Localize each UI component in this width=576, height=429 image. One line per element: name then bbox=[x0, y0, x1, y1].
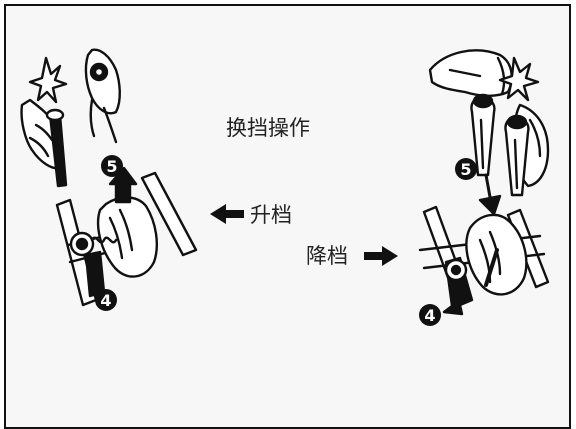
left-marker-5-text: 5 bbox=[106, 157, 117, 176]
left-star-icon bbox=[28, 56, 68, 104]
upshift-label: 升档 bbox=[250, 203, 292, 227]
downshift-label: 降档 bbox=[306, 244, 348, 268]
upshift-arrow-icon bbox=[210, 204, 244, 224]
left-gate-bar-2 bbox=[140, 171, 198, 257]
diagram-title: 换挡操作 bbox=[226, 116, 310, 140]
left-hand-lower bbox=[96, 196, 158, 278]
left-marker-4-text: 4 bbox=[100, 291, 111, 310]
right-marker-4-text: 4 bbox=[424, 306, 435, 325]
left-up-arrow bbox=[108, 166, 138, 204]
left-marker-4: 4 bbox=[95, 289, 117, 311]
right-star-icon bbox=[498, 56, 540, 102]
left-gate-slot bbox=[84, 250, 106, 298]
right-hands-figure bbox=[418, 49, 550, 316]
downshift-arrow-icon bbox=[364, 246, 398, 266]
right-marker-4: 4 bbox=[419, 304, 441, 326]
left-marker-5: 5 bbox=[101, 155, 123, 177]
left-hands-figure bbox=[20, 48, 198, 307]
right-marker-5-text: 5 bbox=[460, 160, 471, 179]
right-marker-5: 5 bbox=[455, 158, 477, 180]
